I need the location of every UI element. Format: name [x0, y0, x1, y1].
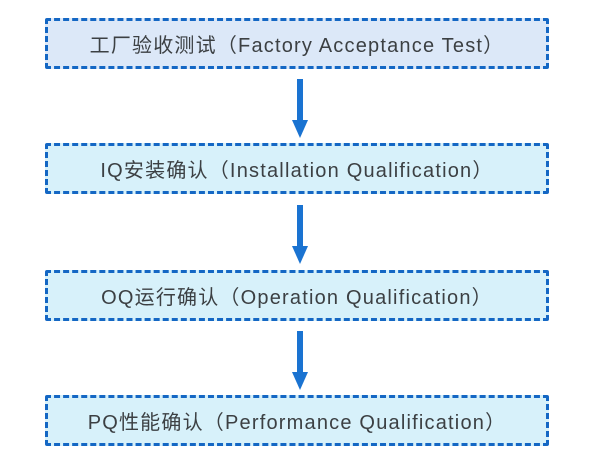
flow-step-installation-qualification: IQ安装确认（Installation Qualification） [45, 143, 549, 194]
arrow-shaft [297, 79, 303, 120]
flow-step-label: 工厂验收测试（Factory Acceptance Test） [89, 35, 505, 57]
arrow-shaft [297, 331, 303, 372]
flow-step-label: PQ性能确认（Performance Qualification） [87, 412, 507, 434]
flow-step-label: OQ运行确认（Operation Qualification） [101, 287, 493, 309]
flow-step-performance-qualification: PQ性能确认（Performance Qualification） [45, 395, 549, 446]
flow-step-label: IQ安装确认（Installation Qualification） [100, 160, 494, 182]
down-arrow-icon [292, 331, 308, 390]
arrow-head [292, 246, 308, 264]
down-arrow-icon [292, 79, 308, 138]
arrow-head [292, 120, 308, 138]
flow-step-operation-qualification: OQ运行确认（Operation Qualification） [45, 270, 549, 321]
arrow-shaft [297, 205, 303, 246]
down-arrow-icon [292, 205, 308, 264]
arrow-head [292, 372, 308, 390]
flow-step-factory-acceptance-test: 工厂验收测试（Factory Acceptance Test） [45, 18, 549, 69]
